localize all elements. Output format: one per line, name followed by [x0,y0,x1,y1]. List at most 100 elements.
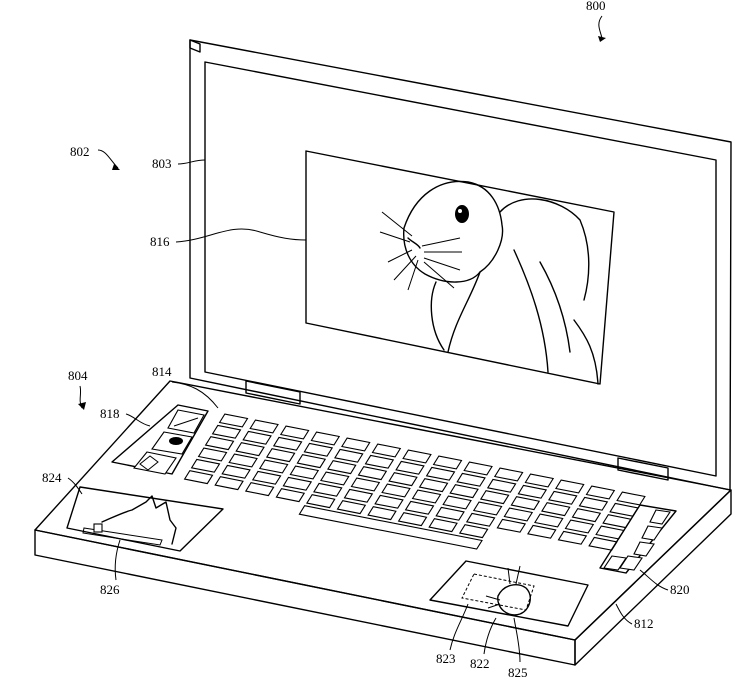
keyboard-key[interactable] [289,465,320,480]
keyboard-key[interactable] [496,518,527,533]
keyboard-key[interactable] [564,519,595,534]
strip-key-5[interactable] [603,555,627,571]
keyboard-key[interactable] [397,512,428,527]
keyboard-key[interactable] [510,496,541,511]
keyboard-key[interactable] [418,478,449,493]
touch-strip-panel [111,404,209,475]
keyboard-key[interactable] [272,436,303,451]
right-function-strip [599,504,677,574]
keyboard-key[interactable] [320,471,350,486]
keyboard-key[interactable] [442,495,472,510]
right-strip-panel [599,504,677,574]
keyboard-key[interactable] [367,506,397,521]
keyboard-key[interactable] [388,472,418,487]
keyboard-key[interactable] [235,442,265,457]
keyboard-key[interactable] [228,453,258,468]
keyboard-key[interactable] [585,485,616,500]
keyboard-key[interactable] [336,500,367,515]
keyboard-key[interactable] [541,502,571,517]
slider-handle[interactable] [93,523,103,533]
keyboard-key[interactable] [395,460,425,475]
keyboard-key[interactable] [364,454,395,469]
keyboard-key[interactable] [425,466,456,481]
keyboard-key[interactable] [472,501,503,516]
keyboard-key[interactable] [517,484,548,499]
keyboard-key[interactable] [557,530,588,545]
strip-key-3[interactable] [633,541,655,557]
keyboard-key[interactable] [190,458,221,473]
keyboard-key[interactable] [197,447,228,462]
keyboard-key[interactable] [548,490,578,505]
keyboard-key[interactable] [279,425,310,440]
keyboard-key[interactable] [435,506,465,521]
keyboard-key[interactable] [578,496,609,511]
label-822: 822 [470,656,490,671]
keyboard-key[interactable] [371,443,402,458]
keyboard-key[interactable] [334,448,364,463]
label-823: 823 [436,651,456,666]
keyboard-key[interactable] [479,490,510,505]
keyboard-key[interactable] [503,507,534,522]
keyboard-key[interactable] [465,512,496,527]
keyboard-key[interactable] [449,484,479,499]
label-820: 820 [670,582,690,597]
keyboard-key[interactable] [183,470,214,485]
keyboard-key[interactable] [493,467,524,482]
keyboard-key[interactable] [350,477,381,492]
keyboard-key[interactable] [249,419,279,434]
keyboard-key[interactable] [486,478,517,493]
keyboard-key[interactable] [571,508,602,523]
label-816: 816 [150,234,170,249]
keyboard-key[interactable] [214,476,244,491]
keyboard-key[interactable] [428,518,458,533]
keyboard-key[interactable] [463,461,493,476]
keyboard-key[interactable] [374,494,404,509]
keyboard-key[interactable] [341,437,371,452]
keyboard-key[interactable] [555,479,585,494]
keyboard-key[interactable] [327,460,357,475]
label-804: 804 [68,368,88,383]
eraser-icon[interactable] [132,451,177,475]
keyboard-key[interactable] [211,424,242,439]
keyboard-key[interactable] [456,472,486,487]
keyboard-key[interactable] [313,482,343,497]
space-bar[interactable] [298,505,483,550]
keyboard-key[interactable] [534,513,564,528]
slider-track[interactable] [82,527,163,546]
keyboard-key[interactable] [458,524,489,539]
keyboard-key[interactable] [616,491,646,506]
keyboard-key[interactable] [282,476,313,491]
keyboard-key[interactable] [296,454,327,469]
strip-key-1[interactable] [649,509,671,525]
keyboard-key[interactable] [242,430,272,445]
keyboard-key[interactable] [411,489,442,504]
leader-812 [615,603,633,625]
keyboard-key[interactable] [524,473,555,488]
keyboard-key[interactable] [275,488,306,503]
keyboard-key[interactable] [343,488,374,503]
keyboard-key[interactable] [404,500,435,515]
trackpad-panel[interactable] [429,560,589,627]
strip-key-4[interactable] [619,555,643,571]
keyboard-key[interactable] [204,436,235,451]
keyboard-key[interactable] [402,449,432,464]
keyboard-key[interactable] [218,413,249,428]
strip-key-2[interactable] [641,525,663,541]
trackpad[interactable] [429,560,589,627]
keyboard-key[interactable] [432,455,463,470]
keyboard-key[interactable] [244,482,275,497]
keyboard-key[interactable] [306,494,336,509]
keyboard-key[interactable] [381,483,411,498]
keyboard-key[interactable] [265,448,296,463]
keyboard-key[interactable] [258,459,289,474]
rabbit-drawing [379,180,599,385]
keyboard-key[interactable] [357,466,388,481]
keyboard-key[interactable] [310,431,341,446]
keyboard-key[interactable] [303,442,334,457]
keyboard-key[interactable] [221,464,251,479]
keyboard-key[interactable] [251,470,282,485]
keyboard-key[interactable] [527,524,557,539]
label-800: 800 [586,0,606,13]
leader-814 [171,381,219,409]
